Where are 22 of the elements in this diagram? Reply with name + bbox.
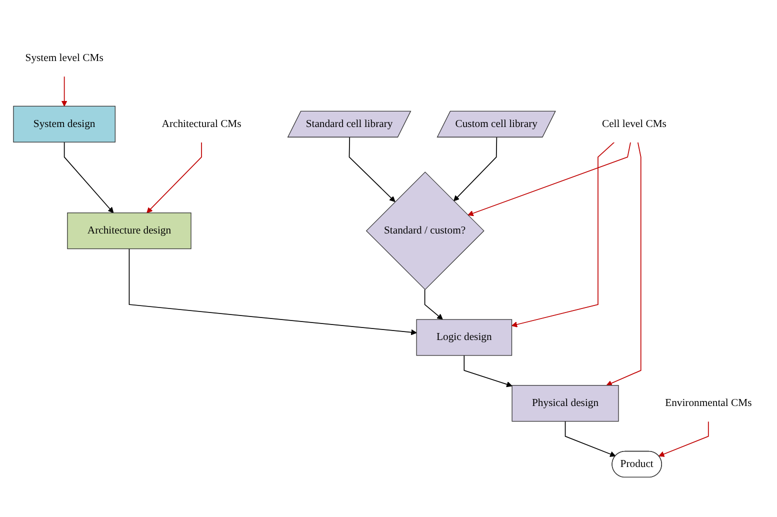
arrow (348, 136, 396, 202)
arrow (146, 141, 202, 213)
arrow (61, 76, 68, 106)
node-box: Architecture design (67, 212, 192, 249)
arrow (64, 141, 114, 213)
node-diamond: Standard / custom? (366, 171, 484, 290)
arrow (128, 248, 417, 335)
arrow (564, 420, 616, 457)
arrow (512, 141, 615, 328)
node-box: Logic design (416, 318, 512, 356)
arrow (658, 420, 709, 457)
arrow (464, 354, 512, 387)
node-box: System design (13, 106, 116, 142)
node-text: System level CMs (25, 52, 104, 64)
node-text: Environmental CMs (665, 397, 752, 408)
arrow (453, 136, 498, 201)
arrow (424, 288, 443, 320)
arrow (468, 141, 632, 216)
node-box: Physical design (512, 384, 619, 422)
arrow (606, 141, 642, 386)
node-text: Cell level CMs (602, 118, 666, 130)
node-text: Architectural CMs (162, 118, 242, 130)
